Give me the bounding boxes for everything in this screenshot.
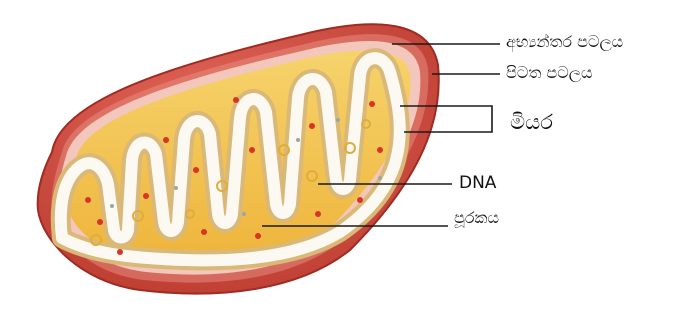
cristae-label: මියර [510,112,553,133]
inner-membrane-label: අභ්‍යන්තර පටලය [506,34,623,50]
outer-membrane-label: පිටත පටලය [506,65,592,81]
dna-label: DNA [459,175,496,192]
matrix-label: පූරකය [454,210,499,226]
